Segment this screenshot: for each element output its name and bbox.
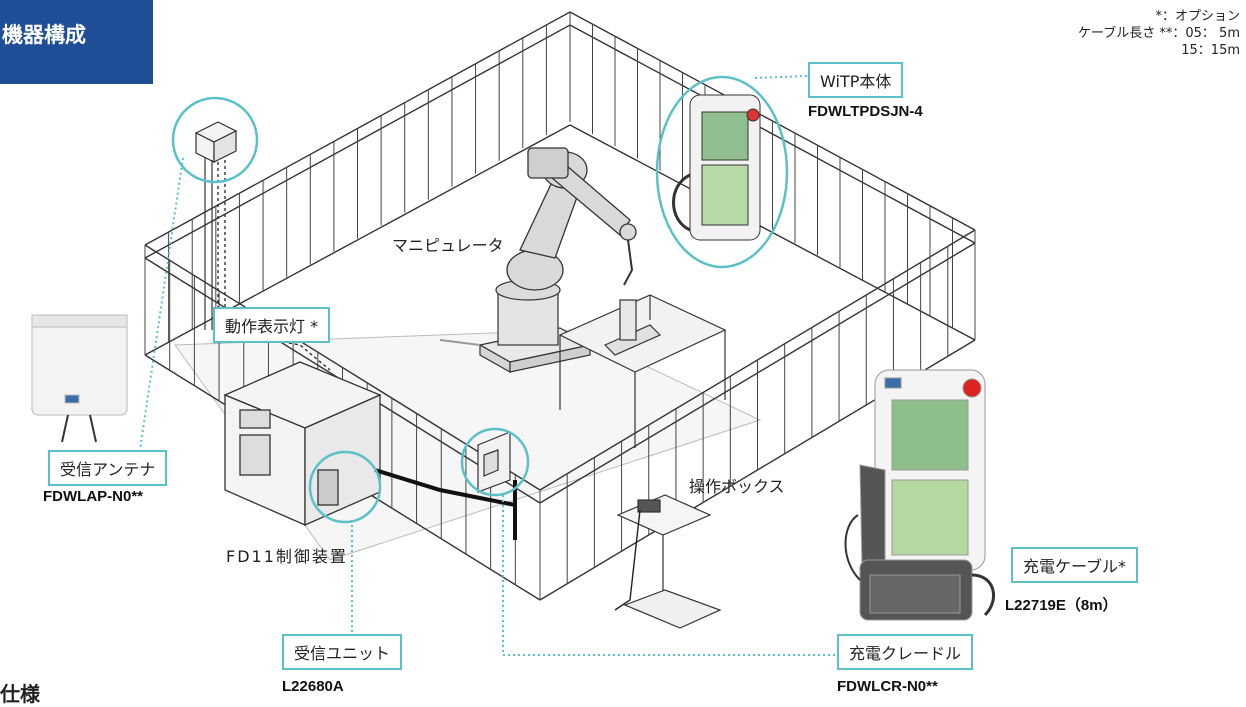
fd11-controller: [223, 361, 382, 526]
manipulator-robot: [506, 147, 637, 291]
label-controller: FD11制御装置: [226, 547, 348, 566]
code-cradle: FDWLCR-N0**: [837, 678, 938, 695]
circle-witp: [655, 75, 789, 269]
teach-pendant-holder: [477, 431, 511, 493]
label-receiver-unit: 受信ユニット: [282, 634, 403, 670]
robot-base: [478, 279, 592, 374]
label-manipulator: マニピュレータ: [392, 236, 504, 255]
header-title: 機器構成: [0, 0, 153, 84]
legend: *：オプション ケーブル長さ **：05： 5m 15：15m: [1078, 8, 1240, 59]
highlight-circles: [171, 75, 789, 524]
circle-indicator-lamp: [171, 96, 259, 184]
code-witp: FDWLTPDSJN-4: [808, 103, 923, 120]
controller-to-box-cable: [374, 468, 517, 508]
spec-heading-partial: 仕様: [0, 682, 40, 706]
pendant-in-cradle-photo: [844, 369, 995, 621]
legend-option: *：オプション: [1155, 9, 1240, 24]
operation-box-cable: [614, 509, 641, 611]
antenna-photo: [31, 314, 128, 443]
circle-receiver-unit: [308, 450, 382, 524]
witp-pendant-top: [672, 94, 761, 241]
label-charge-cable: 充電ケーブル*: [1011, 547, 1139, 583]
antenna-cable: [217, 162, 331, 371]
label-indicator-lamp: 動作表示灯 *: [213, 307, 331, 343]
label-witp-body: WiTP本体: [808, 62, 904, 98]
code-charge-cable: L22719E（8m）: [1005, 597, 1118, 614]
label-antenna: 受信アンテナ: [48, 450, 168, 486]
legend-cable-length-15: 15：15m: [1181, 43, 1240, 58]
work-table: [558, 294, 727, 448]
receive-antenna-mount: [194, 121, 238, 330]
operation-box-stand: [616, 494, 722, 629]
legend-cable-length: ケーブル長さ **：05： 5m: [1078, 26, 1240, 41]
label-operation-box: 操作ボックス: [689, 477, 785, 496]
code-receiver: L22680A: [282, 678, 344, 695]
safety-fence: [144, 11, 976, 601]
code-antenna: FDWLAP-N0**: [43, 488, 143, 505]
circle-holder: [460, 427, 530, 497]
label-cradle: 充電クレードル: [837, 634, 974, 670]
fence-posts: [144, 12, 976, 600]
